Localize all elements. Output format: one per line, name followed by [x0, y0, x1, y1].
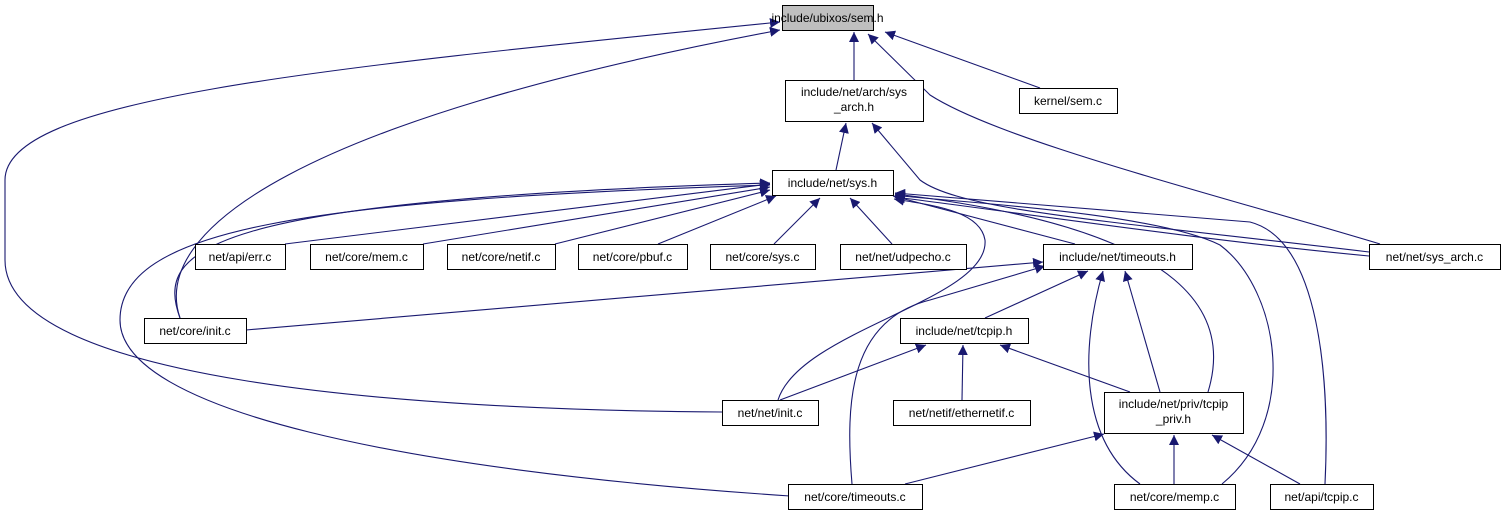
node-box: [1114, 484, 1236, 510]
edge-sys_arch_c-to-sem_h: [867, 33, 1381, 245]
node-label: kernel/sem.c: [1034, 94, 1102, 108]
edge-sys_h-to-sys_arch_h: [835, 122, 849, 171]
node-label: include/net/sys.h: [788, 176, 877, 190]
node-box: [772, 170, 894, 196]
node-label: include/ubixos/sem.h: [771, 11, 883, 25]
node-err-c[interactable]: net/api/err.c: [195, 244, 286, 270]
node-label: _arch.h: [833, 100, 874, 114]
node-core-sys-c[interactable]: net/core/sys.c: [710, 244, 816, 270]
node-kernel-sem-c[interactable]: kernel/sem.c: [1019, 88, 1118, 114]
edge-net_init_c-to-tcpip_h: [779, 343, 927, 401]
edge-err_c-to-sys_h: [284, 180, 771, 245]
edge-sys_arch_c-to-sys_arch_h: [871, 122, 1370, 253]
node-label: net/core/timeouts.c: [804, 490, 905, 504]
node-core-init-c[interactable]: net/core/init.c: [144, 318, 247, 344]
node-label: include/net/timeouts.h: [1059, 250, 1176, 264]
node-label: net/core/sys.c: [725, 250, 799, 264]
node-label: net/api/tcpip.c: [1284, 490, 1358, 504]
node-box: [1019, 88, 1118, 114]
node-timeouts-h[interactable]: include/net/timeouts.h: [1043, 244, 1193, 270]
node-label: net/core/netif.c: [462, 250, 541, 264]
node-mem-c[interactable]: net/core/mem.c: [310, 244, 424, 270]
node-label: _priv.h: [1155, 412, 1191, 426]
node-label: include/net/tcpip.h: [916, 324, 1013, 338]
node-pbuf-c[interactable]: net/core/pbuf.c: [578, 244, 688, 270]
edge-tcpip_priv_h-to-timeouts_h: [1122, 270, 1161, 393]
edge-netif_c-to-sys_h: [554, 187, 771, 245]
edge-timeouts_c-to-tcpip_priv_h: [904, 431, 1105, 485]
node-box: [788, 484, 923, 510]
node-sys-h[interactable]: include/net/sys.h: [772, 170, 894, 196]
edge-core_sys_c-to-sys_h: [773, 197, 821, 245]
node-label: net/core/pbuf.c: [593, 250, 672, 264]
edge-timeouts_c-to-timeouts_h: [849, 264, 1046, 485]
node-api-tcpip-c[interactable]: net/api/tcpip.c: [1270, 484, 1374, 510]
edge-tcpip_priv_h-to-tcpip_h: [999, 343, 1131, 393]
edges: [4, 18, 1381, 497]
nodes: include/ubixos/sem.h include/net/arch/sys…: [144, 5, 1501, 510]
edge-pbuf_c-to-sys_h: [657, 195, 777, 245]
node-box: [900, 318, 1029, 344]
node-sys-arch-c[interactable]: net/net/sys_arch.c: [1369, 244, 1501, 270]
node-label: include/net/priv/tcpip: [1119, 397, 1229, 411]
node-label: net/netif/ethernetif.c: [909, 406, 1014, 420]
edge-udpecho_c-to-sys_h: [849, 197, 893, 245]
node-box: [840, 244, 967, 270]
edge-ethernetif_c-to-tcpip_h: [957, 344, 968, 401]
node-label: include/net/arch/sys: [801, 85, 907, 99]
node-tcpip-h[interactable]: include/net/tcpip.h: [900, 318, 1029, 344]
node-label: net/core/init.c: [159, 324, 230, 338]
node-box: [447, 244, 556, 270]
node-timeouts-c[interactable]: net/core/timeouts.c: [788, 484, 923, 510]
edge-kernel_sem_c-to-sem_h: [884, 30, 1041, 89]
node-box: [893, 400, 1031, 426]
node-memp-c[interactable]: net/core/memp.c: [1114, 484, 1236, 510]
node-box: [1369, 244, 1501, 270]
node-box: [1104, 392, 1244, 434]
edge-tcpip_priv_h-to-sys_h: [894, 190, 1215, 393]
node-label: net/core/memp.c: [1130, 490, 1219, 504]
edge-core_init_c-to-sys_h: [174, 178, 771, 319]
edge-core_init_c-to-sem_h: [175, 26, 781, 319]
node-box: [785, 80, 924, 122]
node-box: [1270, 484, 1374, 510]
node-label: net/net/sys_arch.c: [1386, 250, 1483, 264]
edge-net_init_c-to-sem_h: [4, 18, 781, 413]
edge-api_tcpip_c-to-tcpip_priv_h: [1211, 434, 1301, 485]
edge-memp_c-to-sys_h: [894, 192, 1274, 485]
node-box: [195, 244, 286, 270]
node-box: [578, 244, 688, 270]
edge-api_tcpip_c-to-sys_h: [894, 188, 1327, 485]
node-box: [1043, 244, 1193, 270]
node-label: net/api/err.c: [209, 250, 272, 264]
node-net-init-c[interactable]: net/net/init.c: [722, 400, 819, 426]
node-ethernetif-c[interactable]: net/netif/ethernetif.c: [893, 400, 1031, 426]
edge-core_init_c-to-timeouts_h: [245, 257, 1044, 331]
node-box: [782, 5, 874, 31]
node-netif-c[interactable]: net/core/netif.c: [447, 244, 556, 270]
node-label: net/core/mem.c: [325, 250, 408, 264]
edge-memp_c-to-timeouts_h: [1088, 270, 1141, 485]
node-box: [310, 244, 424, 270]
node-box: [710, 244, 816, 270]
node-box: [144, 318, 247, 344]
edge-sys_arch_c-to-sys_h: [894, 193, 1370, 257]
edge-net_init_c-to-sys_h: [777, 195, 986, 401]
node-box: [722, 400, 819, 426]
node-udpecho-c[interactable]: net/net/udpecho.c: [840, 244, 967, 270]
edge-tcpip_h-to-timeouts_h: [984, 270, 1089, 319]
node-label: net/net/init.c: [738, 406, 803, 420]
edge-mem_c-to-sys_h: [422, 183, 771, 245]
node-sys-arch-h[interactable]: include/net/arch/sys_arch.h: [785, 80, 924, 122]
node-label: net/net/udpecho.c: [855, 250, 950, 264]
edge-timeouts_c-to-sys_h: [119, 180, 791, 497]
node-tcpip-priv-h[interactable]: include/net/priv/tcpip_priv.h: [1104, 392, 1244, 434]
node-sem-h[interactable]: include/ubixos/sem.h: [771, 5, 884, 31]
